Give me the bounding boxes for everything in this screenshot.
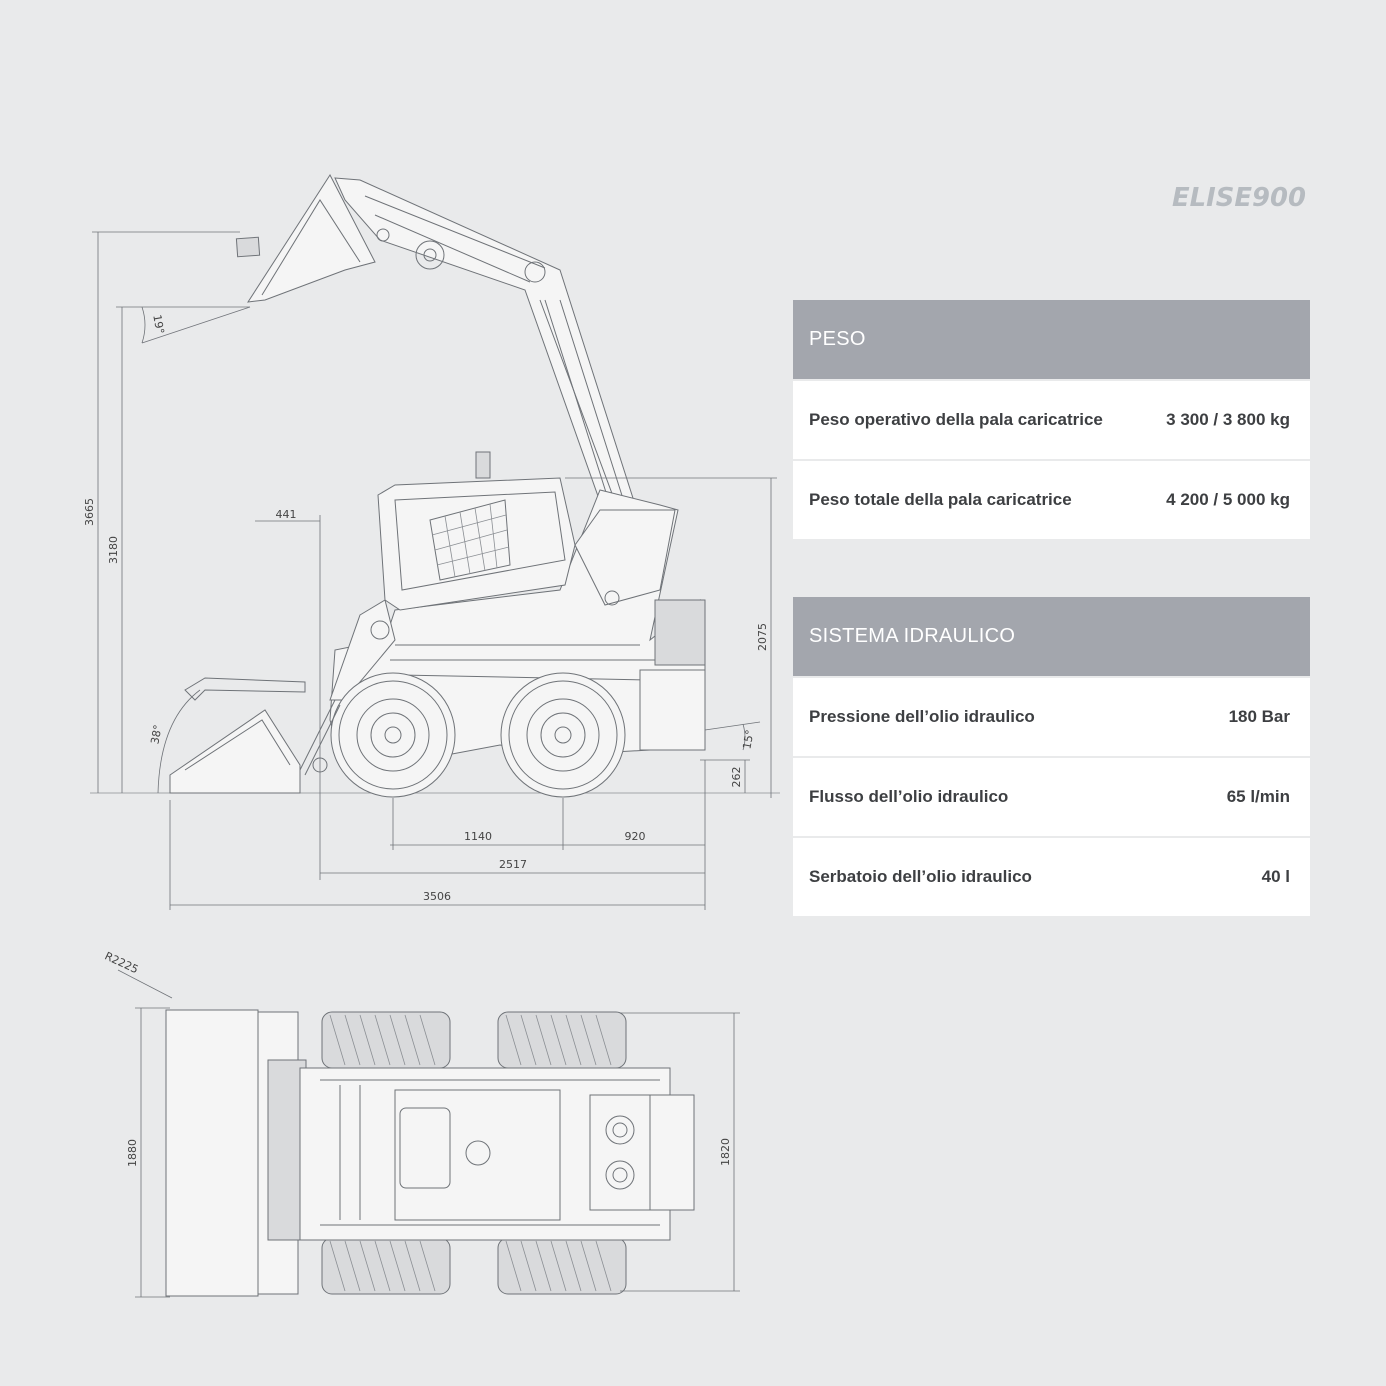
brand-logo-text: ELISE900: [1172, 183, 1306, 213]
spec-table-peso: PESO Peso operativo della pala caricatri…: [793, 300, 1310, 539]
spec-row: Serbatoio dell’olio idraulico 40 l: [793, 838, 1310, 916]
dim-wheelbase: 1140: [464, 830, 492, 843]
dim-front-overhang: 441: [276, 508, 297, 521]
spec-label: Peso totale della pala caricatrice: [809, 490, 1072, 509]
dim-rollback-angle: 38°: [148, 724, 164, 745]
top-cab-roof: [394, 1089, 561, 1221]
raised-bucket: [247, 174, 376, 303]
spec-value: 180 Bar: [1228, 707, 1290, 726]
spec-row: Flusso dell’olio idraulico 65 l/min: [793, 758, 1310, 836]
spec-header-sistema-idraulico: SISTEMA IDRAULICO: [793, 597, 1310, 676]
spec-label: Pressione dell’olio idraulico: [809, 707, 1035, 726]
cab: [377, 477, 576, 611]
spec-value: 4 200 / 5 000 kg: [1166, 490, 1290, 509]
rear-wheel: [500, 672, 626, 798]
dim-bucket-width: 1880: [126, 1139, 139, 1167]
top-view: [165, 1009, 695, 1297]
spec-value: 40 l: [1261, 867, 1290, 886]
technical-drawing: 3665 3180 19° 38° 441 2075 15° 262 1140: [83, 174, 780, 1298]
top-tires: [321, 1011, 627, 1295]
spec-table-sistema-idraulico: SISTEMA IDRAULICO Pressione dell’olio id…: [793, 597, 1310, 916]
spec-header-peso: PESO: [793, 300, 1310, 379]
spec-value: 65 l/min: [1226, 787, 1290, 806]
dim-cab-height: 2075: [756, 623, 769, 651]
side-dimensions: 3665 3180 19° 38° 441 2075 15° 262 1140: [83, 231, 777, 910]
dim-overall-height: 3665: [83, 498, 96, 526]
dim-departure-angle: 15°: [740, 729, 756, 750]
spec-row: Pressione dell’olio idraulico 180 Bar: [793, 678, 1310, 756]
spec-row: Peso operativo della pala caricatrice 3 …: [793, 381, 1310, 459]
spec-label: Serbatoio dell’olio idraulico: [809, 867, 1032, 886]
spec-row: Peso totale della pala caricatrice 4 200…: [793, 461, 1310, 539]
front-wheel: [330, 672, 456, 798]
spec-label: Peso operativo della pala caricatrice: [809, 410, 1103, 429]
side-view: [90, 174, 780, 798]
spec-value: 3 300 / 3 800 kg: [1166, 410, 1290, 429]
dim-length-no-bucket: 2517: [499, 858, 527, 871]
dim-pin-height: 3180: [107, 536, 120, 564]
dim-machine-width: 1820: [719, 1138, 732, 1166]
cab-window-grid: [429, 499, 511, 581]
lowered-bucket: [169, 709, 301, 794]
dim-ground-clearance: 262: [730, 767, 743, 788]
dim-rear-overhang: 920: [625, 830, 646, 843]
dim-length-with-bucket: 3506: [423, 890, 451, 903]
spec-label: Flusso dell’olio idraulico: [809, 787, 1009, 806]
top-bucket: [165, 1009, 259, 1297]
brand-logo: ELISE900: [1172, 183, 1306, 213]
dim-dump-angle: 19°: [150, 314, 166, 335]
